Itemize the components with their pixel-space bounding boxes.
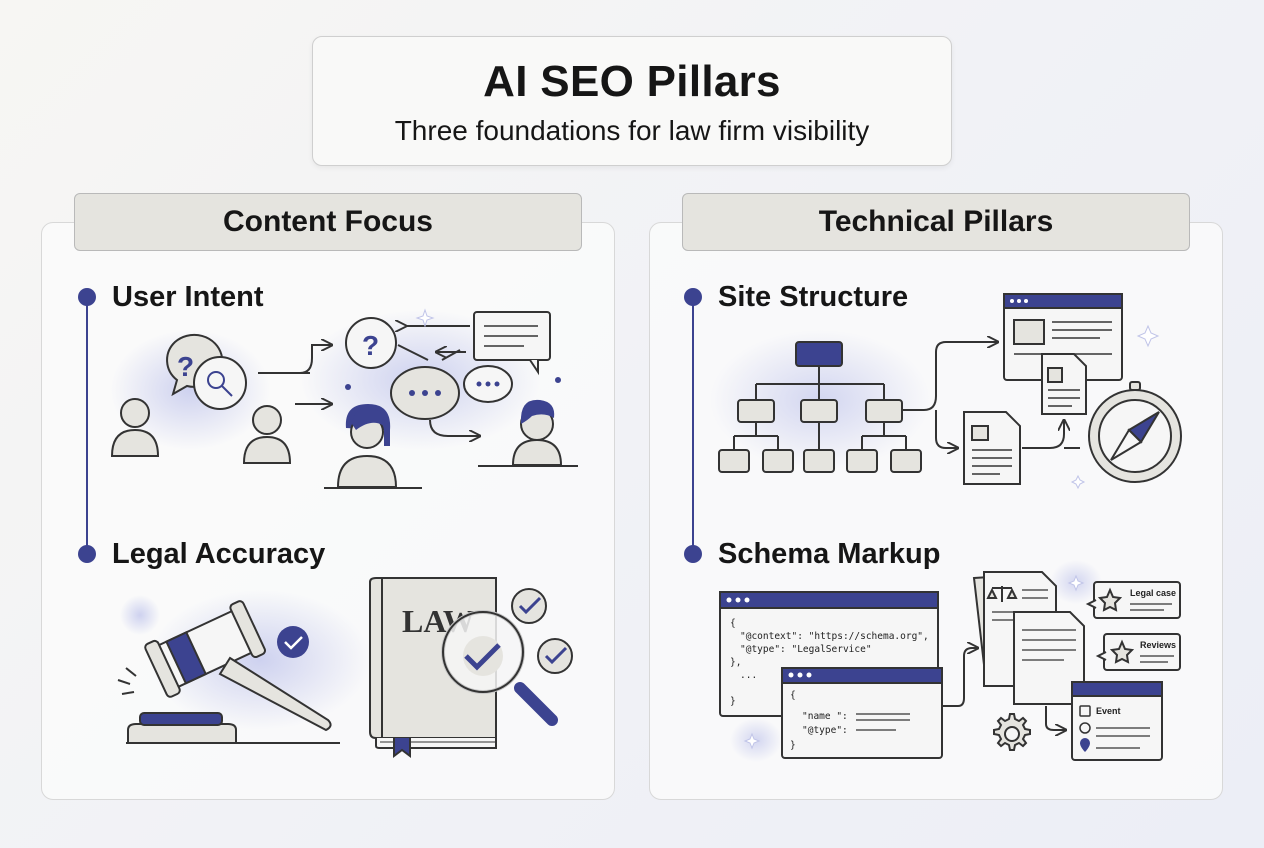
legal-case-label: Legal case [1130,588,1176,598]
user-icon [242,405,292,464]
gear-icon [993,713,1031,751]
message-card-icon [473,311,551,376]
schema-markup-illustration: { "@context": "https://schema.org", "@ty… [719,560,1181,762]
search-bubble-icon [193,356,247,410]
code-line: "@type": "LegalService" [740,644,872,655]
schema-markup-label: Schema Markup [718,538,941,570]
user-intent-label: User Intent [112,281,264,313]
check-icon [277,626,309,658]
user-intent-dot [78,288,96,306]
code-line: { [730,618,736,629]
code-line: "@type": [802,725,848,736]
site-structure-dot [684,288,702,306]
code-line: ... [740,670,757,681]
code-line: } [730,696,736,707]
event-card [1071,681,1163,761]
gavel-icon [117,600,340,744]
person-icon [478,399,578,467]
legal-case-card [1085,581,1181,619]
code-line: "name ": [802,711,848,722]
page-title: AI SEO Pillars [483,57,781,106]
code-line: { [790,690,796,701]
code-window-icon [781,667,943,759]
code-line: "@context": "https://schema.org", [740,631,929,642]
title-card: AI SEO Pillars Three foundations for law… [312,36,952,166]
browser-window-icon [1003,293,1123,381]
code-line: }, [730,657,741,668]
reviews-label: Reviews [1140,640,1176,650]
site-structure-illustration [710,293,1182,490]
person-icon [324,404,422,489]
magnifier-icon [441,610,558,726]
event-label: Event [1096,706,1121,716]
content-focus-header: Content Focus [74,193,582,251]
reviews-card [1095,633,1181,671]
chat-bubble-icon [390,366,460,420]
check-icon [511,588,547,624]
legal-accuracy-label: Legal Accuracy [112,538,326,570]
chat-bubble-icon [463,365,513,403]
left-timeline [86,297,88,555]
schema-markup-dot [684,545,702,563]
code-line: } [790,740,796,751]
check-icon [537,638,573,674]
document-icon [963,411,1021,485]
site-structure-label: Site Structure [718,281,909,313]
technical-pillars-header: Technical Pillars [682,193,1190,251]
user-icon [110,398,160,457]
legal-accuracy-illustration: LAW [117,577,573,758]
svg-text:?: ? [362,330,379,361]
right-timeline [692,297,694,555]
legal-accuracy-dot [78,545,96,563]
sitemap-tree-icon [718,341,922,473]
document-icon [1041,353,1087,415]
question-icon: ? [345,317,397,369]
page-subtitle: Three foundations for law firm visibilit… [394,115,870,146]
user-intent-illustration: ? ? [110,308,578,489]
svg-text:?: ? [177,351,194,382]
compass-icon [1088,381,1182,483]
document-icon [1013,611,1085,705]
